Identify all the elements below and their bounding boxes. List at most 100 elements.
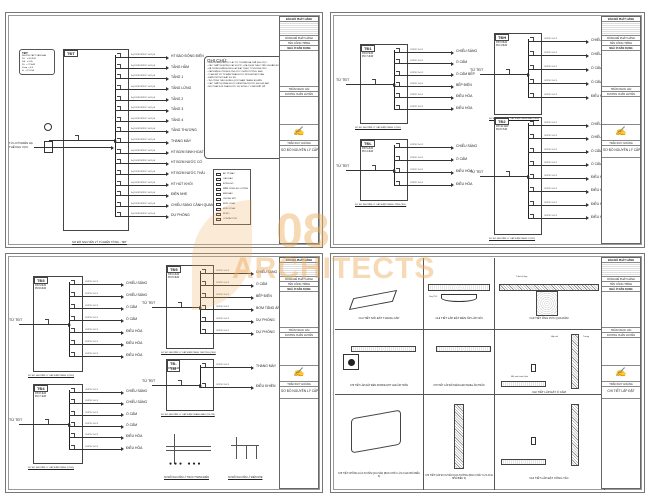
circuit-line [394,183,454,187]
cable-spec: 3x(CU/XLPE/PVC 1x25)+E [131,149,156,152]
panel-spec: Pđ=5.2kW Ptt=4.4kW [362,147,374,153]
main-breaker-icon [506,69,510,74]
circuit-line [115,129,169,134]
low-voltage-caption: SƠ ĐỒ NGUYÊN LÝ ĐIỆN NHẸ [228,476,263,479]
circuit-breaker-icon [117,180,121,186]
circuit-line [115,172,169,177]
detail-caption: CHI TIẾT LẮP ĐẶT ĐÈN DOWNLIGHT LED ÂM TR… [349,384,409,387]
incoming-feeder [152,305,202,310]
detail-caption: CHI TIẾT NỐI ĐẤT THANG CÁP [358,316,400,320]
panel-caption: SƠ ĐỒ NGUYÊN LÝ CẤP ĐIỆN TẦNG 2 (TĐ2) [489,238,536,240]
circuit-line [200,385,254,390]
switch-box [531,437,536,445]
legend-symbol-icon [216,188,221,191]
cable-spec: 3x(CU/XLPE/PVC 1x25)+E [131,139,156,141]
circuit-line [115,108,169,113]
circuit-breaker-icon [71,433,75,439]
circuit-label: HT BƠM NƯỚC THẢI [171,170,205,175]
circuit-label: CHIẾU SÁNG CẢNH QUAN [171,202,214,207]
circuit-label: ĐIỀU HÒA [126,341,143,345]
panel-name: TĐ5 [167,266,181,273]
drawing-sheet-main-panel[interactable]: TĐT NGUỒN CẤP TOÀN NHÀ Pđ = 85.2kW Kđt =… [5,12,323,248]
circuit-breaker-icon [117,106,121,112]
low-voltage-diagram [231,437,261,467]
panel-caption: SƠ ĐỒ NGUYÊN LÝ CẤP ĐIỆN TẦNG 3 (TĐ3) [28,375,75,377]
main-breaker-icon [372,165,376,170]
circuit-breaker-icon [202,281,206,286]
detail-caption: CHI TIẾT ỐNG PVC QUA DẦM [529,316,569,320]
main-breaker-icon [178,302,182,307]
circuit-line [528,189,589,194]
revision-table [602,22,640,36]
circuit-breaker-icon [117,74,121,80]
circuit-breaker-icon [396,93,400,99]
circuit-label: TẦNG THƯỢNG [171,128,197,133]
circuit-label: Ổ CẮM [456,156,468,161]
incoming-feeder [49,138,117,143]
circuit-breaker-icon [202,317,206,322]
load-title: TĐT [22,51,28,55]
circuit-line [394,61,454,66]
panel-caption: SƠ ĐỒ NGUYÊN LÝ CẤP ĐIỆN THANG MÁY (TĐ-T… [161,414,215,416]
tb-issue: DÙNG ĐỂ PHÁT HÀNH [280,277,318,282]
tb-director: TRẦN DUY HOÀNG [602,382,640,387]
incoming-feeder [480,174,530,179]
legend-symbol-icon [216,213,221,216]
cable-spec: CU/PVC 2x2.5 [544,175,558,177]
circuit-label: HT BƠM SINH HOẠT [171,149,204,154]
tb-notes-area [280,292,318,328]
circuit-label: CHIẾU SÁNG [456,144,478,148]
tb-issue: DÙNG ĐỂ PHÁT HÀNH [280,36,318,41]
tag-ceiling: Trần bê tông [516,276,528,278]
detail-caption: CHI TIẾT LẮP ĐẶT Ổ CẮM [532,390,566,394]
panel-spec: Pđ=10.2kW Ptt=8.7kW [496,125,509,131]
cable-spec: CU/PVC 2x2.5 [216,306,230,308]
circuit-breaker-icon [71,340,75,345]
circuit-line [200,295,254,300]
detail-caption: CHI TIẾT LẮP ĐẶT ĐÈN LED PANEL ÂM TRẦN [433,384,485,387]
sheet-title: CHI TIẾT LẮP ĐẶT [602,387,640,399]
incoming-feeder [152,383,202,388]
circuit-label: Ổ CẮM [126,305,138,309]
circuit-breaker-icon [117,127,121,133]
main-breaker-icon [45,319,49,324]
circuit-label: ĐIỀU HÒA [456,94,473,99]
circuit-line [200,283,254,288]
circuit-label: ĐIỆN NHẸ [171,192,188,197]
cable-spec: 3x(CU/XLPE/PVC 1x25)+E [131,170,156,173]
beam-core [536,291,558,316]
sheet-title: SƠ ĐỒ NGUYÊN LÝ CẤP ĐIỆN 02 [280,387,318,399]
circuit-label: ĐIỀU HÒA [126,329,143,333]
cable-tray-sketch [348,289,398,311]
circuit-breaker-icon [530,79,534,84]
cable-spec: CU/PVC 2x2.5 [544,201,558,204]
circuit-line [115,214,169,219]
circuit-line [69,282,124,287]
circuit-breaker-icon [202,305,206,310]
legend-symbol-icon [216,203,221,206]
legend-label: CONTACTOR [223,218,237,220]
tb-notes-area [602,51,640,87]
circuit-line [200,365,254,370]
surface-light-sketch [441,294,477,302]
circuit-label: ĐIỀU HÒA [126,434,143,439]
circuit-breaker-icon [117,116,121,122]
incoming-feeder [19,322,71,327]
tb-blank [280,97,318,125]
legend-label: ĐÈN BÁO [223,193,233,195]
cable-spec: 3x(CU/XLPE/PVC 1x25)+E [131,160,156,163]
beam-section [499,284,599,291]
drawing-sheet-installation-details[interactable]: Trần bê tông Ống PVC Hộp nối Tường Mặt s… [330,253,645,493]
legend-label: RCBO [223,213,230,215]
tb-notes-area [602,292,640,328]
cable-spec: CU/PVC 2x2.5 [544,66,558,68]
feed-source-label: TỪ TĐT [470,170,484,174]
busbar [394,145,395,186]
circuit-breaker-icon [71,316,75,321]
circuit-label: TẦNG 4 [171,117,184,122]
circuit-breaker-icon [396,168,400,173]
tb-director: TRẦN DUY HOÀNG [280,141,318,146]
